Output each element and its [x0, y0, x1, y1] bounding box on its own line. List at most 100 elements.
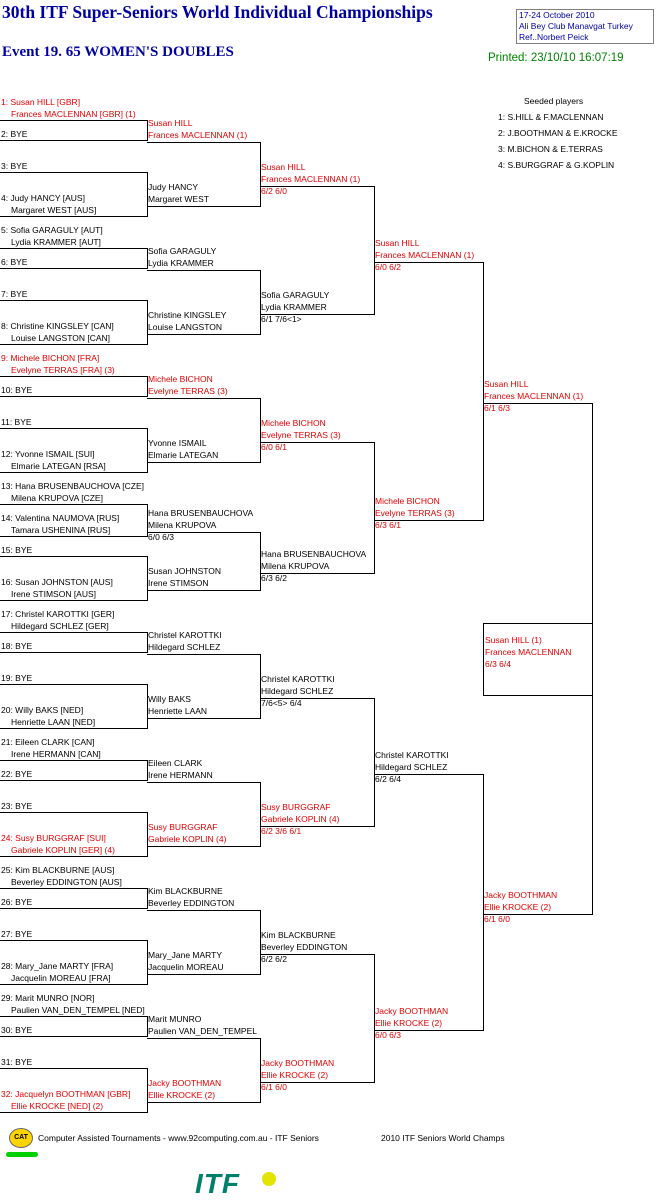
- round1-player-1: 16: Susan JOHNSTON [AUS]: [1, 577, 113, 587]
- round3-score: 6/1 7/6<1>: [261, 314, 302, 324]
- round3-player-1: Susan HILL: [261, 162, 306, 172]
- bracket-line: [483, 774, 484, 1031]
- seed-item: 3: M.BICHON & E.TERRAS: [498, 144, 603, 154]
- round3-player-2: Beverley EDDINGTON: [261, 942, 348, 952]
- round1-player-1: 29: Marit MUNRO [NOR]: [1, 993, 95, 1003]
- info-venue: Ali Bey Club Manavgat Turkey: [519, 21, 633, 31]
- round1-player-2: Louise LANGSTON [CAN]: [11, 333, 111, 343]
- bracket-line: [0, 428, 147, 429]
- bracket-line: [147, 398, 260, 399]
- bracket-line: [0, 248, 147, 249]
- round2-player-1: Jacky BOOTHMAN: [148, 1078, 222, 1088]
- round1-player-2: Tamara USHENINA [RUS]: [11, 525, 111, 535]
- round1-player-1: 1: Susan HILL [GBR]: [1, 97, 81, 107]
- round3-player-1: Susy BURGGRAF: [261, 802, 331, 812]
- round2-player-1: Mary_Jane MARTY: [148, 950, 223, 960]
- round2-player-1: Judy HANCY: [148, 182, 199, 192]
- round4-player-1: Michele BICHON: [375, 496, 440, 506]
- bracket-line: [147, 654, 260, 655]
- bracket-line: [147, 300, 148, 345]
- round3-player-2: Hildegard SCHLEZ: [261, 686, 334, 696]
- round3-player-1: Sofia GARAGULY: [261, 290, 330, 300]
- round3-score: 6/0 6/1: [261, 442, 287, 452]
- round3-player-2: Gabriele KOPLIN (4): [261, 814, 340, 824]
- round2-player-2: Jacquelin MOREAU: [148, 962, 224, 972]
- bracket-line: [147, 120, 148, 141]
- round5-player-2: Frances MACLENNAN (1): [484, 391, 584, 401]
- info-referee: Ref..Norbert Peick: [519, 32, 589, 42]
- bracket-line: [374, 698, 375, 827]
- round1-player-1: 2: BYE: [1, 129, 28, 139]
- bracket-line: [260, 532, 261, 591]
- bracket-line: [147, 270, 260, 271]
- bracket-line: [0, 120, 147, 121]
- bracket-line: [0, 684, 147, 685]
- bracket-line: [147, 974, 260, 975]
- bracket-line: [483, 914, 592, 915]
- bracket-line: [374, 954, 375, 1083]
- printed-timestamp: Printed: 23/10/10 16:07:19: [488, 52, 624, 64]
- bracket-line: [0, 268, 147, 269]
- round1-player-2: Irene STIMSON [AUS]: [11, 589, 97, 599]
- round3-player-2: Ellie KROCKE (2): [261, 1070, 329, 1080]
- round5-player-1: Susan HILL: [484, 379, 529, 389]
- cat-logo-underline: [6, 1152, 38, 1157]
- bracket-line: [0, 984, 147, 985]
- champion-player-2: Frances MACLENNAN: [485, 647, 572, 657]
- cat-logo-icon: CAT: [9, 1128, 33, 1148]
- round2-player-2: Evelyne TERRAS (3): [148, 386, 228, 396]
- round2-player-2: Margaret WEST: [148, 194, 209, 204]
- bracket-line: [0, 172, 147, 173]
- round1-player-2: Henriette LAAN [NED]: [11, 717, 96, 727]
- round1-player-2: Beverley EDDINGTON [AUS]: [11, 877, 122, 887]
- round1-player-1: 14: Valentina NAUMOVA [RUS]: [1, 513, 120, 523]
- bracket-line: [260, 314, 374, 315]
- bracket-line: [483, 623, 592, 624]
- bracket-line: [147, 632, 148, 653]
- round2-player-2: Gabriele KOPLIN (4): [148, 834, 227, 844]
- bracket-line: [0, 396, 147, 397]
- round1-player-2: Gabriele KOPLIN [GER] (4): [11, 845, 115, 855]
- round1-player-1: 27: BYE: [1, 929, 33, 939]
- bracket-line: [374, 1030, 483, 1031]
- round1-player-1: 8: Christine KINGSLEY [CAN]: [1, 321, 114, 331]
- bracket-line: [260, 1038, 261, 1103]
- round2-player-1: Kim BLACKBURNE: [148, 886, 223, 896]
- round3-score: 6/3 6/2: [261, 573, 287, 583]
- bracket-line: [0, 536, 147, 537]
- round2-player-1: Eileen CLARK: [148, 758, 203, 768]
- round2-score: 6/0 6/3: [148, 532, 174, 542]
- round3-player-2: Lydia KRAMMER: [261, 302, 327, 312]
- round1-player-1: 30: BYE: [1, 1025, 33, 1035]
- final-score: 6/3 6/4: [485, 659, 511, 669]
- bracket-line: [260, 398, 261, 463]
- round2-player-1: Christine KINGSLEY: [148, 310, 227, 320]
- round3-player-2: Frances MACLENNAN (1): [261, 174, 361, 184]
- bracket-line: [147, 782, 260, 783]
- bracket-line: [147, 590, 260, 591]
- round5-score: 6/1 6/3: [484, 403, 510, 413]
- round3-player-2: Evelyne TERRAS (3): [261, 430, 341, 440]
- round3-score: 6/2 3/6 6/1: [261, 826, 302, 836]
- round1-player-2: Elmarie LATEGAN [RSA]: [11, 461, 106, 471]
- bracket-line: [0, 376, 147, 377]
- round2-player-1: Willy BAKS: [148, 694, 191, 704]
- round4-player-2: Frances MACLENNAN (1): [375, 250, 475, 260]
- tournament-info-box: 17-24 October 2010 Ali Bey Club Manavgat…: [516, 9, 654, 44]
- round1-player-1: 23: BYE: [1, 801, 33, 811]
- bracket-line: [260, 573, 374, 574]
- seed-item: 4: S.BURGGRAF & G.KOPLIN: [498, 160, 615, 170]
- round1-player-1: 20: Willy BAKS [NED]: [1, 705, 84, 715]
- round1-player-1: 7: BYE: [1, 289, 28, 299]
- bracket-line: [0, 300, 147, 301]
- bracket-line: [0, 908, 147, 909]
- bracket-line: [0, 556, 147, 557]
- round1-player-2: Paulien VAN_DEN_TEMPEL [NED]: [11, 1005, 145, 1015]
- round2-player-1: Yvonne ISMAIL: [148, 438, 207, 448]
- bracket-line: [0, 856, 147, 857]
- bracket-line: [0, 888, 147, 889]
- round4-player-1: Christel KAROTTKI: [375, 750, 449, 760]
- round4-score: 6/3 6/1: [375, 520, 401, 530]
- bracket-line: [260, 826, 374, 827]
- round2-player-2: Paulien VAN_DEN_TEMPEL: [148, 1026, 257, 1036]
